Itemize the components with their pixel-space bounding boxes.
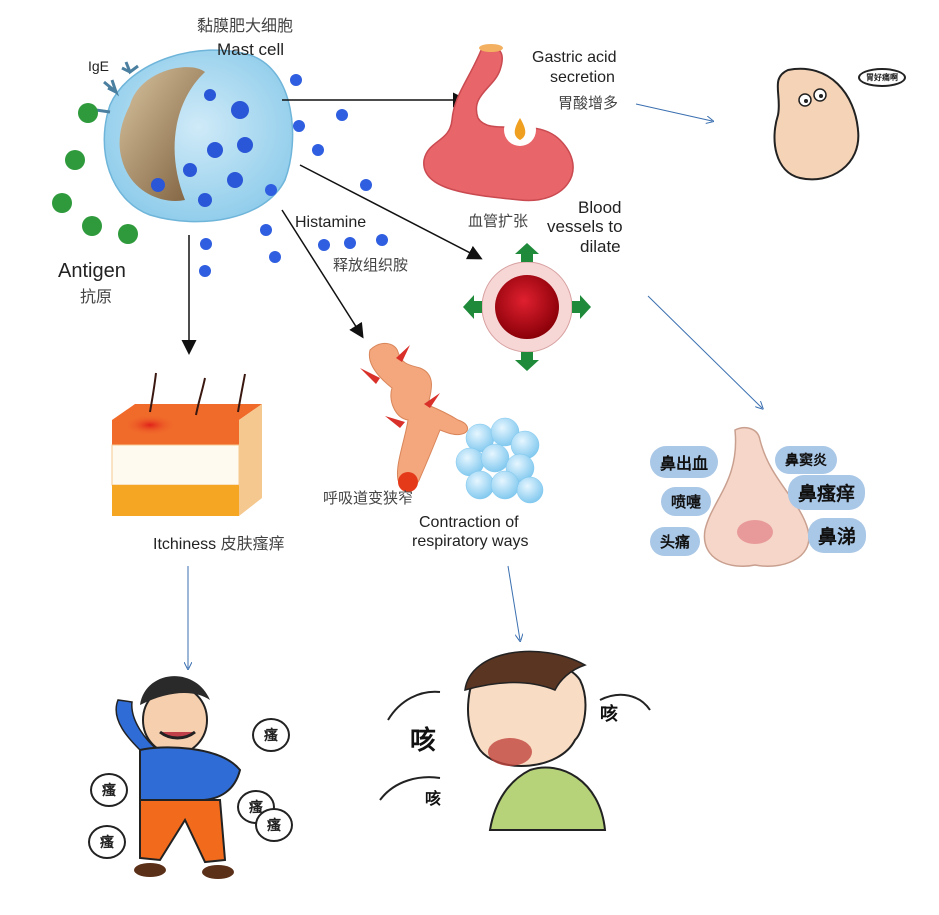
airway-illustration bbox=[360, 343, 544, 504]
antigen-label-zh: 抗原 bbox=[80, 287, 113, 306]
respiratory-label-zh: 呼吸道变狭窄 bbox=[323, 489, 414, 507]
itch-bubble: 瘙 bbox=[237, 790, 275, 824]
itchy-boy-cartoon bbox=[115, 676, 242, 879]
nose-symptom-runny-nose: 鼻涕 bbox=[808, 518, 867, 553]
itch-bubble: 瘙 bbox=[90, 773, 128, 807]
itch-label-zh: 皮肤瘙痒 bbox=[220, 534, 285, 553]
itch-bubble: 瘙 bbox=[255, 808, 293, 842]
constriction-arrows bbox=[360, 345, 440, 428]
nose-symptom-sinusitis: 鼻窦炎 bbox=[775, 446, 837, 474]
stomach-illustration bbox=[423, 44, 574, 202]
stomach-speech-bubble: 胃好痛啊 bbox=[858, 68, 906, 87]
lung-alveoli bbox=[455, 417, 544, 504]
granules bbox=[151, 89, 253, 207]
ige-receptors bbox=[95, 61, 139, 114]
cough-word: 咳 bbox=[600, 704, 618, 725]
nose-cartoon bbox=[703, 427, 810, 567]
nose-symptom-itchy-nose: 鼻瘙痒 bbox=[788, 475, 866, 510]
blood-label-en-2: vessels to bbox=[547, 217, 623, 236]
gastric-label-zh: 胃酸增多 bbox=[558, 94, 619, 112]
arrow-to-airway bbox=[281, 209, 364, 339]
respiratory-label-en-1: Contraction of bbox=[419, 514, 519, 531]
cough-word: 咳 bbox=[425, 789, 442, 808]
stomach-pain-cartoon bbox=[773, 67, 860, 181]
dilated-vessel bbox=[463, 243, 591, 371]
itch-bubble: 瘙 bbox=[88, 825, 126, 859]
mast-cell-label-zh: 黏膜肥大细胞 bbox=[197, 16, 294, 35]
hairs bbox=[149, 372, 246, 416]
blood-label-zh: 血管扩张 bbox=[468, 212, 529, 230]
nose-symptom-headache: 头痛 bbox=[650, 527, 701, 556]
histamine-label-zh: 释放组织胺 bbox=[333, 256, 409, 274]
itch-label: Itchiness 皮肤瘙痒 bbox=[153, 534, 285, 554]
itch-label-en: Itchiness bbox=[153, 536, 217, 553]
respiratory-label-en-2: respiratory ways bbox=[412, 533, 529, 550]
antigen-label-en: Antigen bbox=[58, 260, 126, 282]
coughing-man-cartoon bbox=[379, 650, 651, 831]
blood-label-en-1: Blood bbox=[578, 198, 622, 217]
blood-label-en-3: dilate bbox=[580, 237, 621, 256]
arrow-vessel-to-nose bbox=[647, 295, 762, 408]
arrow-gastric-to-cartoon bbox=[635, 103, 712, 121]
arrow-to-vessel bbox=[299, 164, 483, 260]
dilation-arrows bbox=[463, 243, 591, 371]
antigens bbox=[52, 103, 138, 244]
histamine-label-en: Histamine bbox=[295, 214, 367, 231]
gastric-label-en-1: Gastric acid bbox=[532, 49, 617, 66]
nucleus bbox=[119, 67, 205, 201]
histamine-granules bbox=[199, 74, 388, 277]
arrow-airway-to-cough bbox=[507, 565, 520, 640]
nose-symptom-sneeze: 喷嚏 bbox=[661, 487, 712, 516]
gastric-label-en-2: secretion bbox=[550, 69, 615, 86]
skin-illustration bbox=[111, 372, 262, 516]
nose-symptom-nosebleed: 鼻出血 bbox=[650, 446, 719, 478]
ige-label: IgE bbox=[88, 58, 110, 74]
itch-bubble: 瘙 bbox=[252, 718, 290, 752]
mast-cell-label-en: Mast cell bbox=[217, 40, 285, 59]
cough-word: 咳 bbox=[410, 726, 437, 756]
mast-cell bbox=[103, 49, 294, 223]
